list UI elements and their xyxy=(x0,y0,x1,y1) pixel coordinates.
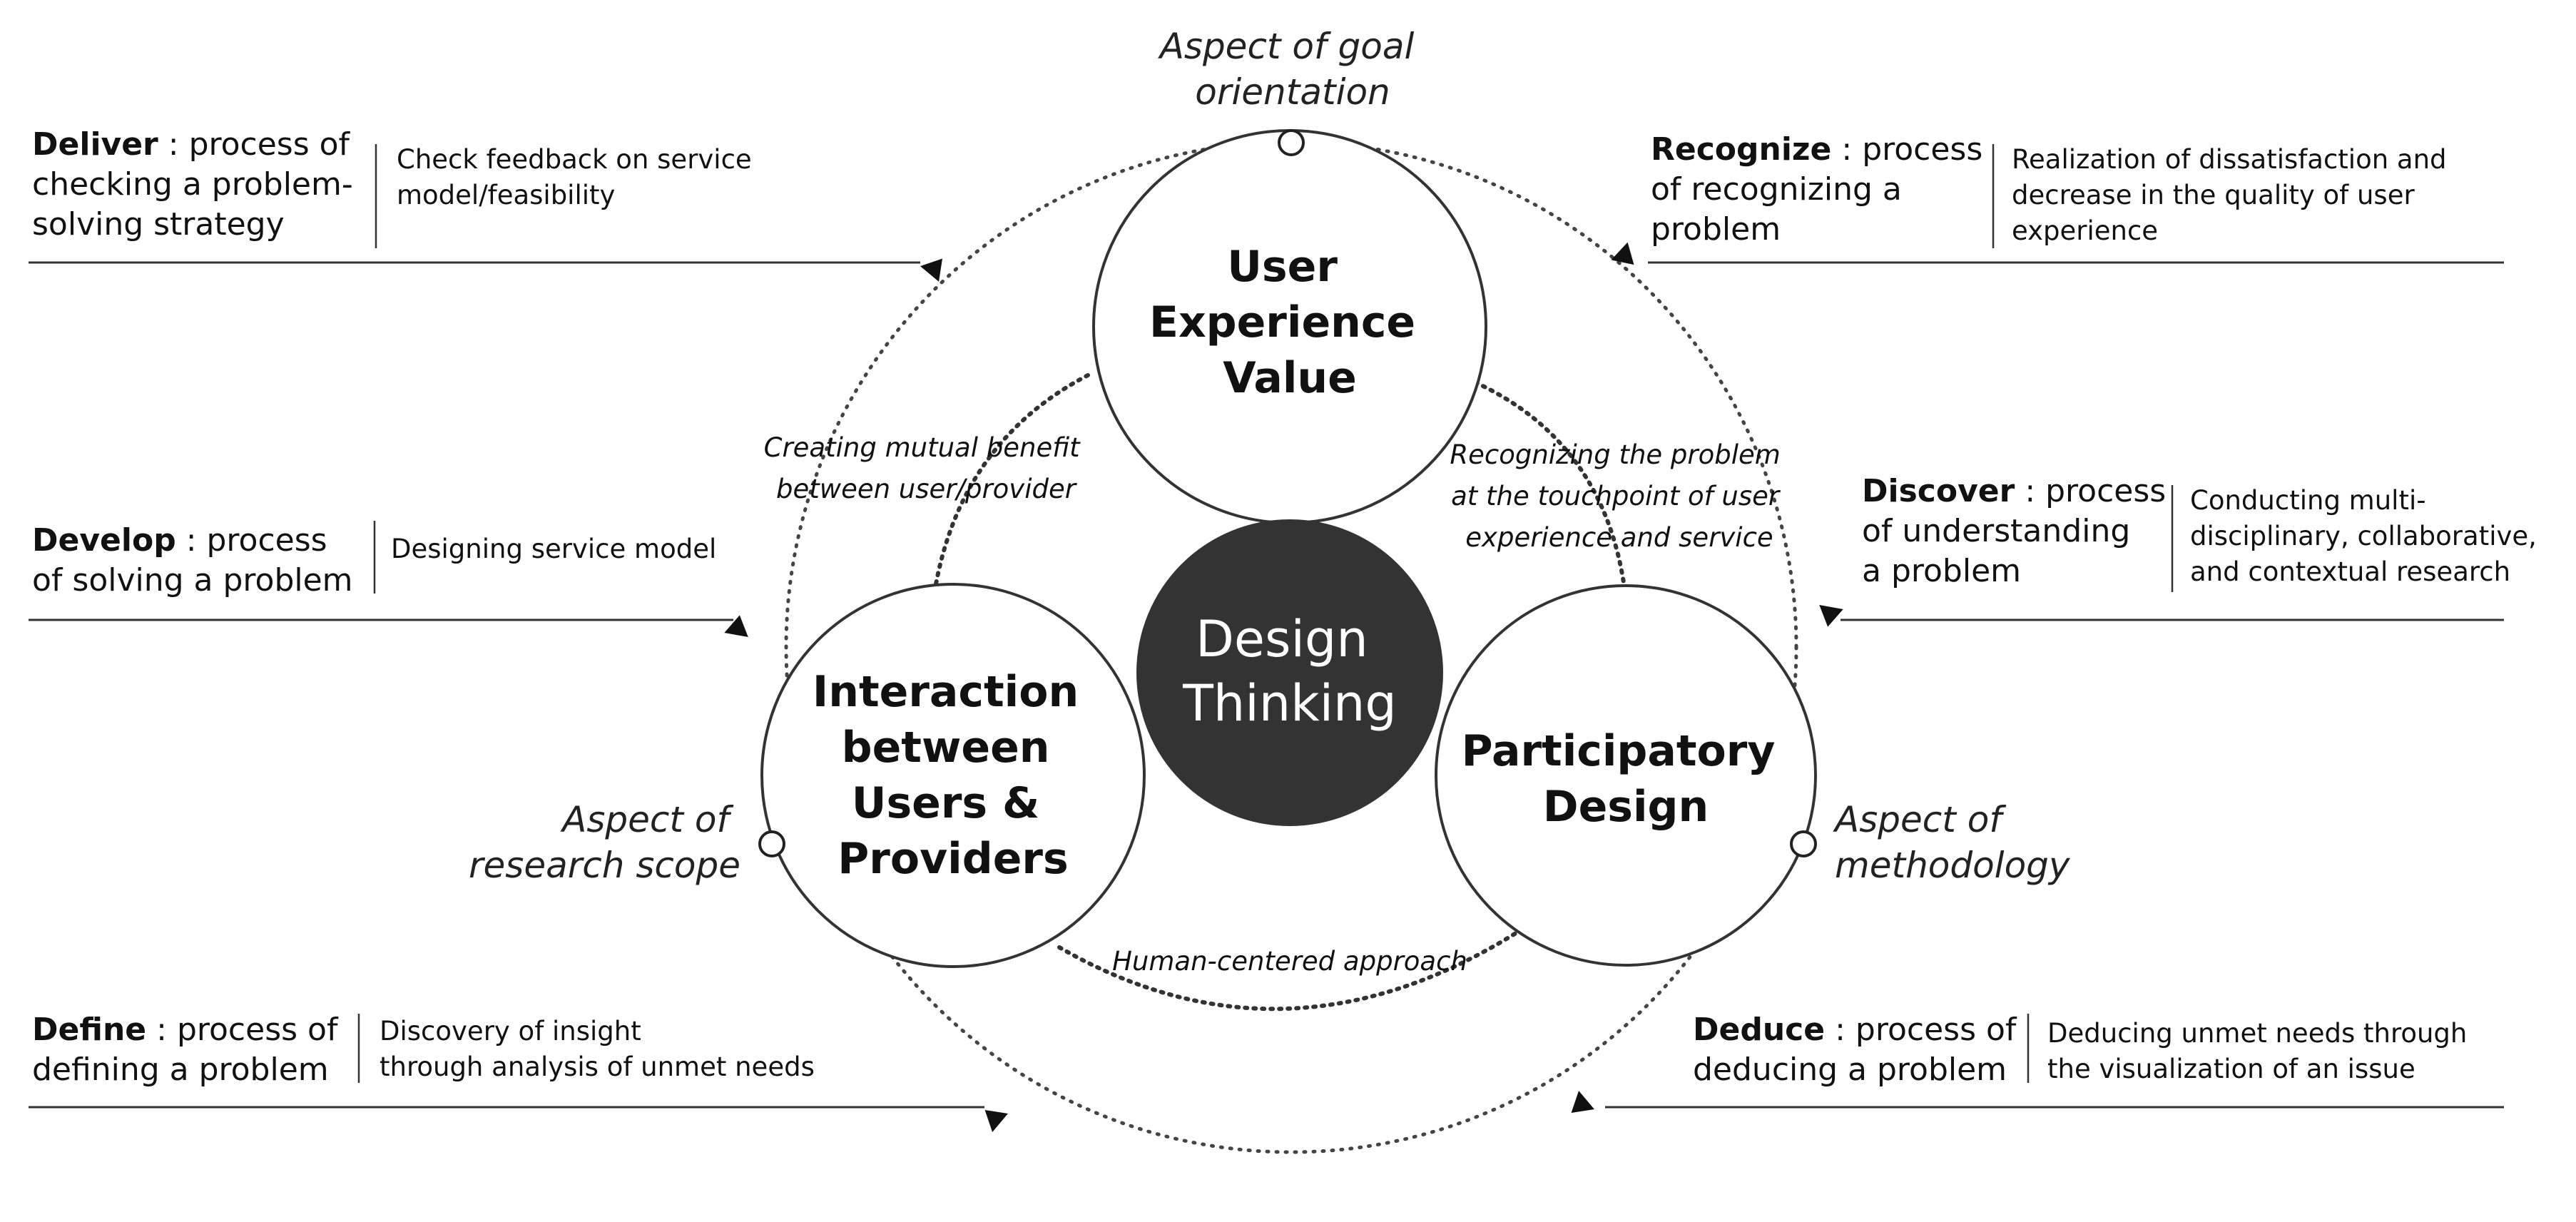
define-stage-description: Discovery of insight through analysis of… xyxy=(380,1016,815,1082)
arrowhead-icon xyxy=(920,258,942,282)
methodology-aspect-label: Aspect of methodology xyxy=(1833,799,2071,886)
mutual-benefit-arc xyxy=(932,373,1090,594)
recognize-stage-title: Recognize : process of recognizing a pro… xyxy=(1651,131,1992,248)
participatory-design-label: Participatory Design xyxy=(1462,726,1791,832)
goal-orientation-aspect-label: Aspect of goal orientation xyxy=(1158,26,1426,113)
develop-stage-title: Develop : process of solving a problem xyxy=(32,522,353,599)
design-thinking-label: Design Thinking xyxy=(1182,610,1397,733)
deliver-stage-description: Check feedback on service model/feasibil… xyxy=(397,144,760,210)
arrowhead-icon xyxy=(1819,605,1843,627)
touchpoint-label: Recognizing the problem at the touchpoin… xyxy=(1450,439,1788,553)
arrowhead-icon xyxy=(984,1110,1008,1133)
discover-stage-title: Discover : process of understanding a pr… xyxy=(1862,473,2176,589)
interaction-users-providers-label: Interaction between Users & Providers xyxy=(813,667,1094,884)
human-centered-label: Human-centered approach xyxy=(1112,946,1467,977)
method-aspect-marker xyxy=(1790,830,1817,857)
arrowhead-icon xyxy=(724,615,748,637)
discover-stage-description: Conducting multi- disciplinary, collabor… xyxy=(2190,485,2545,587)
arrowhead-icon xyxy=(1571,1090,1594,1113)
user-experience-value-label: User Experience Value xyxy=(1149,242,1430,403)
deduce-stage-title: Deduce : process of deducing a problem xyxy=(1693,1012,2026,1088)
human-centered-arc xyxy=(1057,931,1518,1012)
recognize-stage-description: Realization of dissatisfaction and decre… xyxy=(2012,144,2455,246)
interaction-users-providers-circle xyxy=(760,583,1146,968)
arrowhead-icon xyxy=(1611,242,1634,265)
research-scope-aspect-label: Aspect of research scope xyxy=(469,799,740,886)
deduce-stage-description: Deducing unmet needs through the visuali… xyxy=(2047,1018,2475,1084)
goal-aspect-marker xyxy=(1278,129,1305,156)
participatory-design-circle xyxy=(1435,584,1817,967)
outer-cycle-ring xyxy=(784,140,1798,1154)
mutual-benefit-label: Creating mutual benefit between user/pro… xyxy=(764,432,1089,504)
design-thinking-circle xyxy=(1136,519,1443,826)
define-stage-title: Define : process of defining a problem xyxy=(32,1012,347,1088)
deliver-stage-title: Deliver : process of checking a problem-… xyxy=(32,126,363,243)
develop-stage-description: Designing service model xyxy=(391,534,716,564)
research-aspect-marker xyxy=(758,830,785,857)
touchpoint-arc xyxy=(1473,380,1627,594)
